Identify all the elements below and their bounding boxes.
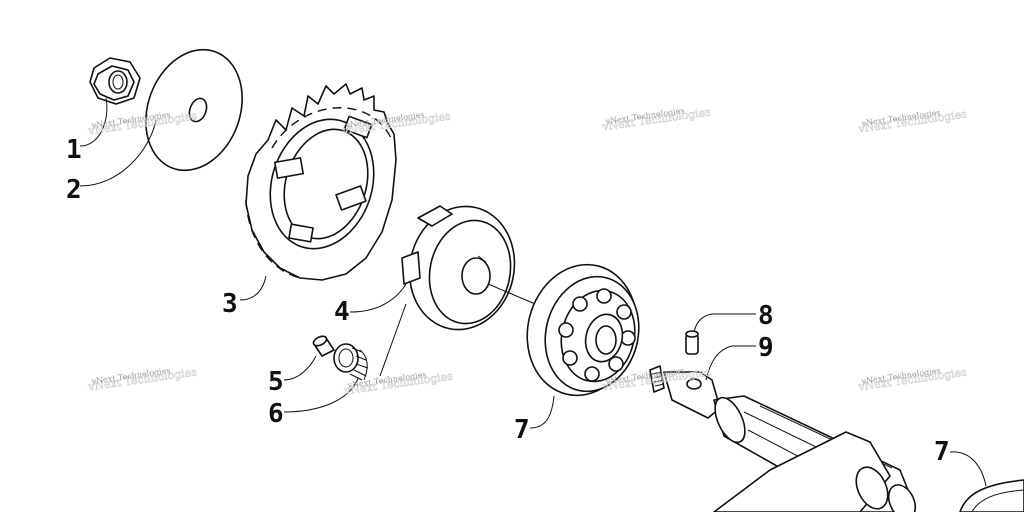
callout-2: 2 [66,175,82,205]
part-7-bearing-second [959,479,1024,512]
callout-8: 8 [758,301,774,331]
part-2-washer [145,48,243,172]
callout-6: 6 [268,399,284,429]
callout-9: 9 [758,333,774,363]
watermark-5: vNext Technologies vNext Technologies [86,365,198,394]
callout-7-bearing: 7 [514,415,530,445]
callout-3: 3 [222,289,238,319]
leader-lines [79,97,987,487]
watermark-4: vNext Technologies vNext Technologies [856,107,968,136]
callout-labels: 1 2 3 4 5 6 7 8 9 7 [66,135,950,467]
part-4-hub [401,205,516,331]
part-7-bearing [526,263,640,397]
callout-4: 4 [334,297,350,327]
part-8-roll-pin [685,330,699,355]
part-1-hex-nut [89,57,141,105]
part-5-pin [312,335,335,357]
part-9-shaft [649,365,917,512]
watermark-3: vNext Technologies vNext Technologies [600,105,712,134]
callout-5: 5 [268,367,284,397]
callout-1: 1 [66,135,82,165]
part-3-gear [245,83,397,281]
watermark-6: vNext Technologies vNext Technologies [342,369,454,398]
watermark-8: vNext Technologies vNext Technologies [856,365,968,394]
callout-7-second-bearing: 7 [934,437,950,467]
part-6-spring [333,343,369,381]
